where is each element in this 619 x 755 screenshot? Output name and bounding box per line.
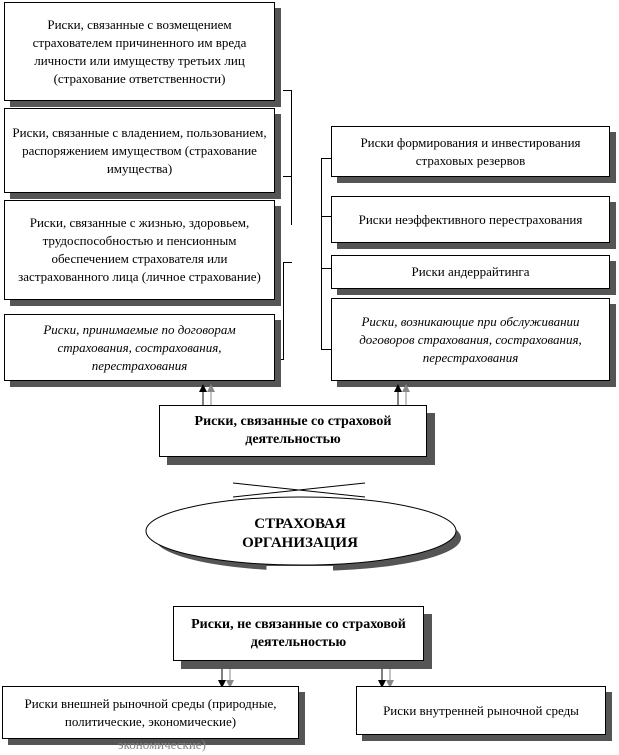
reserves-risks-text: Риски формирования и инвестирования стра… (360, 134, 581, 168)
organization-ellipse (145, 496, 457, 566)
organization-line-2: ОРГАНИЗАЦИЯ (242, 535, 358, 551)
left-bracket-tick-1 (283, 90, 292, 91)
right-bracket-tick-4 (321, 349, 332, 350)
contract-risks-box: Риски, принимаемые по договорам страхова… (4, 314, 275, 381)
liability-risks-text: Риски, связанные с возмещением страховат… (32, 16, 247, 86)
x-line-2 (232, 482, 366, 498)
left-bracket-tick-2 (283, 176, 292, 177)
servicing-risks-text: Риски, возникающие при обслуживании дого… (359, 313, 582, 365)
ghost-text: экономические) (118, 737, 206, 752)
organization-label: СТРАХОВАЯ ОРГАНИЗАЦИЯ (150, 515, 450, 553)
insurance-risks-text: Риски, связанные со страховой деятельнос… (194, 414, 392, 447)
non-insurance-risks-text: Риски, не связанные со страховой деятель… (191, 616, 406, 650)
contract-risks-text: Риски, принимаемые по договорам страхова… (43, 321, 236, 373)
left-bracket-lower-vertical (283, 262, 284, 360)
right-bracket-vertical (321, 158, 322, 350)
stem-upper (267, 456, 333, 488)
stem-lower (267, 566, 333, 606)
property-risks-text: Риски, связанные с владением, пользовани… (12, 124, 267, 176)
external-risks-box: Риски внешней рыночной среды (природные,… (2, 686, 299, 739)
organization-line-1: СТРАХОВАЯ (254, 516, 346, 532)
right-bracket-tick-2 (321, 216, 332, 217)
right-bracket-tick-3 (321, 268, 332, 269)
reinsurance-risks-text: Риски неэффективного перестрахования (358, 211, 583, 227)
underwriting-risks-box: Риски андеррайтинга (331, 255, 610, 289)
reserves-risks-box: Риски формирования и инвестирования стра… (331, 126, 610, 177)
personal-risks-text: Риски, связанные с жизнью, здоровьем, тр… (18, 215, 261, 284)
servicing-risks-box: Риски, возникающие при обслуживании дого… (331, 298, 610, 381)
left-bracket-tick-4 (276, 359, 284, 360)
internal-risks-text: Риски внутренней рыночной среды (383, 702, 579, 718)
personal-risks-box: Риски, связанные с жизнью, здоровьем, тр… (4, 200, 275, 300)
property-risks-box: Риски, связанные с владением, пользовани… (4, 108, 275, 193)
liability-risks-box: Риски, связанные с возмещением страховат… (4, 2, 275, 101)
insurance-risks-box: Риски, связанные со страховой деятельнос… (159, 405, 427, 457)
reinsurance-risks-box: Риски неэффективного перестрахования (331, 196, 610, 243)
left-bracket-vertical (291, 90, 292, 225)
left-bracket-tick-3 (283, 262, 292, 263)
right-bracket-tick-1 (321, 158, 332, 159)
underwriting-risks-text: Риски андеррайтинга (411, 264, 530, 279)
external-risks-text: Риски внешней рыночной среды (природные,… (24, 695, 277, 729)
internal-risks-box: Риски внутренней рыночной среды (356, 686, 606, 735)
non-insurance-risks-box: Риски, не связанные со страховой деятель… (173, 606, 424, 661)
